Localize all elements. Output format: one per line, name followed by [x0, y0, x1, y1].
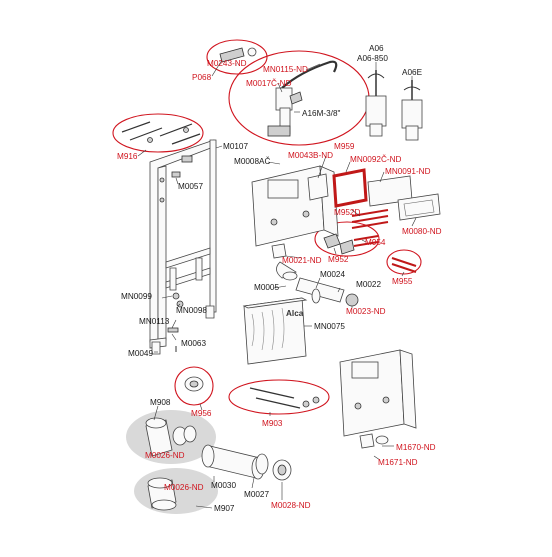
- label-a06-850: A06-850: [357, 54, 388, 63]
- label-m952d: M952D: [334, 208, 360, 217]
- callout-m956: [174, 366, 214, 406]
- label-m0021: M0021-ND: [282, 256, 322, 265]
- plate-m0043b: [307, 173, 329, 201]
- sleeve-m0027: [255, 453, 269, 475]
- label-m0080: M0080-ND: [402, 227, 442, 236]
- label-m0024: M0024: [320, 270, 345, 279]
- parts-m0243: [219, 47, 257, 63]
- label-m0026-top: M0026-ND: [145, 451, 185, 460]
- label-m907: M907: [214, 504, 235, 513]
- label-m0092c: MN0092Č-ND: [350, 154, 401, 164]
- pipe-m0030: [201, 444, 265, 480]
- label-a16m: A16M-3/8": [302, 109, 340, 118]
- anchor-bolts-m916: [121, 121, 201, 145]
- pipe-connectors: [276, 261, 359, 307]
- label-mn0115: MN0115-ND: [263, 65, 308, 74]
- leader-lines: [137, 59, 417, 509]
- fill-valve-m959: [267, 60, 338, 137]
- callout-m0243: [206, 39, 268, 75]
- label-m0022: M0022: [356, 280, 381, 289]
- label-m0057: M0057: [178, 182, 203, 191]
- label-m0027: M0027: [244, 490, 269, 499]
- callout-m916: [112, 113, 204, 153]
- label-m0017c: M0017Č-ND: [246, 78, 292, 88]
- label-m0049: M0049: [128, 349, 153, 358]
- label-m0043b: M0043B-ND: [288, 151, 333, 160]
- label-m0091: MN0091-ND: [385, 167, 431, 176]
- bolts-m903: [249, 387, 320, 409]
- label-a06e: A06E: [402, 68, 423, 77]
- label-mn0099: MN0099: [121, 292, 152, 301]
- label-mn0098: MN0098: [176, 306, 207, 315]
- label-m0107: M0107: [223, 142, 248, 151]
- label-m954: M954: [365, 238, 386, 247]
- pipe-m907: [147, 477, 177, 511]
- label-m916: M916: [117, 152, 138, 161]
- wall-frame: [149, 139, 217, 355]
- label-m956: M956: [191, 409, 212, 418]
- label-m1670: M1670-ND: [396, 443, 436, 452]
- label-m0243: M0243-ND: [207, 59, 247, 68]
- flush-valve-a06e: [401, 80, 423, 141]
- label-m0005: M0005: [254, 283, 279, 292]
- label-m959: M959: [334, 142, 355, 151]
- callout-m952: [314, 221, 380, 257]
- flush-valve-a06: [365, 70, 387, 137]
- callout-m903: [228, 379, 330, 415]
- seal-m0028: [272, 459, 292, 481]
- insulation-mn0075: [242, 297, 308, 365]
- elbow-m908: [145, 417, 197, 457]
- callout-m955: [386, 249, 422, 275]
- cistern-lower: [339, 349, 417, 449]
- rods-m952d: [351, 209, 389, 229]
- label-m0026-bottom: M0026-ND: [164, 483, 204, 492]
- label-a06: A06: [369, 44, 384, 53]
- red-frame-m0092c: [332, 168, 368, 208]
- label-mn0075: MN0075: [314, 322, 345, 331]
- label-m0028: M0028-ND: [271, 501, 311, 510]
- rods-m955: [391, 257, 417, 273]
- clamp-m956: [184, 376, 204, 392]
- label-m0030: M0030: [211, 481, 236, 490]
- label-m0063: M0063: [181, 339, 206, 348]
- label-mn0113: MN0113: [139, 317, 170, 326]
- label-m955: M955: [392, 277, 413, 286]
- label-p068: P068: [192, 73, 212, 82]
- parts-m952: [323, 233, 379, 255]
- label-m0023: M0023-ND: [346, 307, 386, 316]
- label-m952: M952: [328, 255, 349, 264]
- label-m908: M908: [150, 398, 171, 407]
- brand-text: Alca: [286, 309, 304, 318]
- label-m903: M903: [262, 419, 283, 428]
- label-m0008ac: M0008AČ: [234, 156, 270, 166]
- label-m1671: M1671-ND: [378, 458, 418, 467]
